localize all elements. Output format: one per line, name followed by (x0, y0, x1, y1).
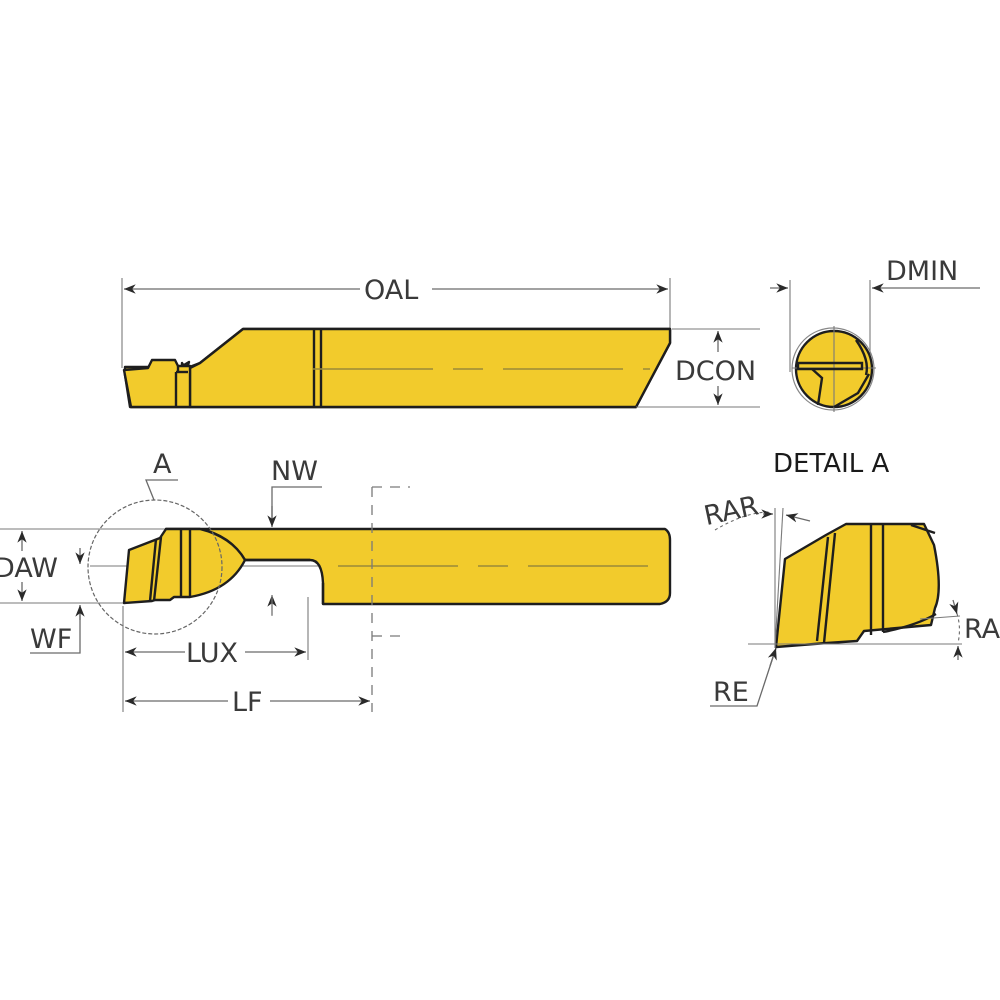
ra-label: RA (964, 614, 1000, 645)
dmin-label: DMIN (886, 256, 958, 287)
insert-detail (774, 522, 940, 649)
nw-label: NW (271, 456, 318, 487)
top-view: A DAW WF NW LUX LF (0, 449, 672, 718)
wf-label: WF (30, 624, 72, 655)
detail-a-callout: A (153, 449, 172, 480)
detail-a-view: DETAIL A RAR RA RE (701, 449, 1000, 708)
dcon-label: DCON (675, 356, 756, 387)
shank (188, 327, 672, 409)
oal-label: OAL (364, 275, 418, 306)
lux-label: LUX (186, 638, 238, 669)
re-label: RE (713, 677, 749, 708)
side-view: OAL DCON (121, 275, 760, 409)
lf-label: LF (232, 687, 263, 718)
rar-label: RAR (701, 490, 761, 532)
end-view: DMIN (770, 256, 980, 412)
insert-top (122, 527, 247, 605)
daw-label: DAW (0, 553, 58, 584)
detail-a-title: DETAIL A (773, 449, 890, 479)
